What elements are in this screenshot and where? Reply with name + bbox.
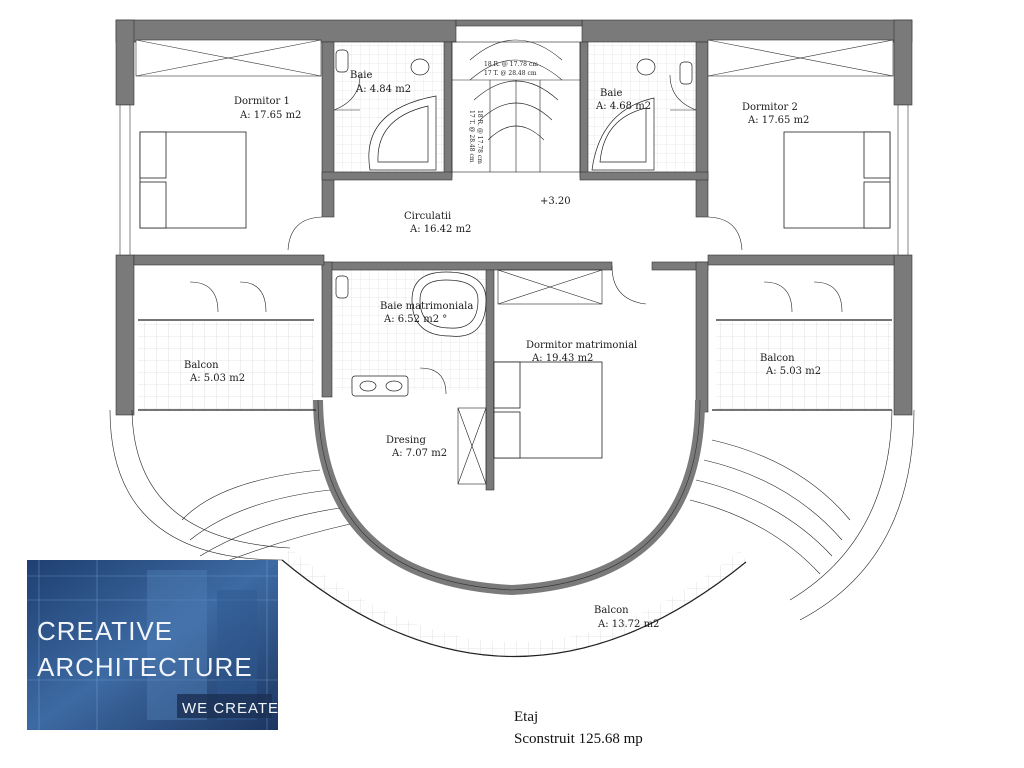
label-balcon-dreapta-name: Balcon <box>760 353 795 364</box>
stair-note-3: 18 R. @ 17.78 cm <box>476 110 483 164</box>
label-baie2-name: Baie <box>600 88 623 99</box>
doors <box>189 74 843 395</box>
label-baie-matrimoniala-area: A: 6.52 m2 ° <box>383 314 447 325</box>
tiled-floors <box>138 44 892 657</box>
balcony-railings <box>138 319 892 658</box>
label-dormitor2-name: Dormitor 2 <box>742 102 798 113</box>
label-dormitor-matrimonial-name: Dormitor matrimonial <box>526 340 637 351</box>
label-circulatii-name: Circulatii <box>404 211 451 222</box>
staircase <box>451 39 581 173</box>
level-mark: +3.20 <box>540 196 571 207</box>
label-baie1-area: A: 4.84 m2 <box>355 84 411 95</box>
dresing-shelves <box>457 269 603 485</box>
external-stairs <box>109 409 915 621</box>
walls <box>115 19 913 491</box>
label-balcon-dreapta-area: A: 5.03 m2 <box>765 366 821 377</box>
label-dormitor1-area: A: 17.65 m2 <box>239 110 301 121</box>
label-dormitor-matrimonial-area: A: 19.43 m2 <box>531 353 593 364</box>
label-balcon-stanga-area: A: 5.03 m2 <box>189 373 245 384</box>
stair-note-1: 18 R. @ 17.78 cm <box>484 61 538 68</box>
label-circulatii-area: A: 16.42 m2 <box>409 224 471 235</box>
beds <box>139 131 891 459</box>
label-baie-matrimoniala-name: Baie matrimoniala <box>380 301 473 312</box>
windows <box>119 39 909 256</box>
label-balcon-mare-name: Balcon <box>594 605 629 616</box>
label-dresing-name: Dresing <box>386 435 426 446</box>
stair-note-4: 17 T. @ 28.48 cm <box>468 110 475 163</box>
label-dormitor1-name: Dormitor 1 <box>234 96 290 107</box>
label-balcon-mare-area: A: 13.72 m2 <box>597 619 659 630</box>
stair-note-2: 17 T. @ 28.48 cm <box>484 70 537 77</box>
label-balcon-stanga-name: Balcon <box>184 360 219 371</box>
creative-architecture-logo: CREATIVE ARCHITECTURE WE CREATE <box>27 560 278 730</box>
curved-wall-outline <box>317 399 701 591</box>
bathroom-fixtures <box>335 49 693 397</box>
logo-line2: ARCHITECTURE <box>37 652 253 682</box>
logo-line1: CREATIVE <box>37 616 173 646</box>
label-baie1-name: Baie <box>350 70 373 81</box>
plan-caption-area: Sconstruit 125.68 mp <box>514 731 643 747</box>
lower-balcony-floor <box>282 548 746 657</box>
label-baie2-area: A: 4.68 m2 <box>595 101 651 112</box>
label-dormitor2-area: A: 17.65 m2 <box>747 115 809 126</box>
logo-line3: WE CREATE <box>182 700 278 717</box>
room-labels: Dormitor 1 A: 17.65 m2 Baie A: 4.84 m2 B… <box>184 70 821 630</box>
label-dresing-area: A: 7.07 m2 <box>391 448 447 459</box>
plan-caption-title: Etaj <box>514 709 539 725</box>
